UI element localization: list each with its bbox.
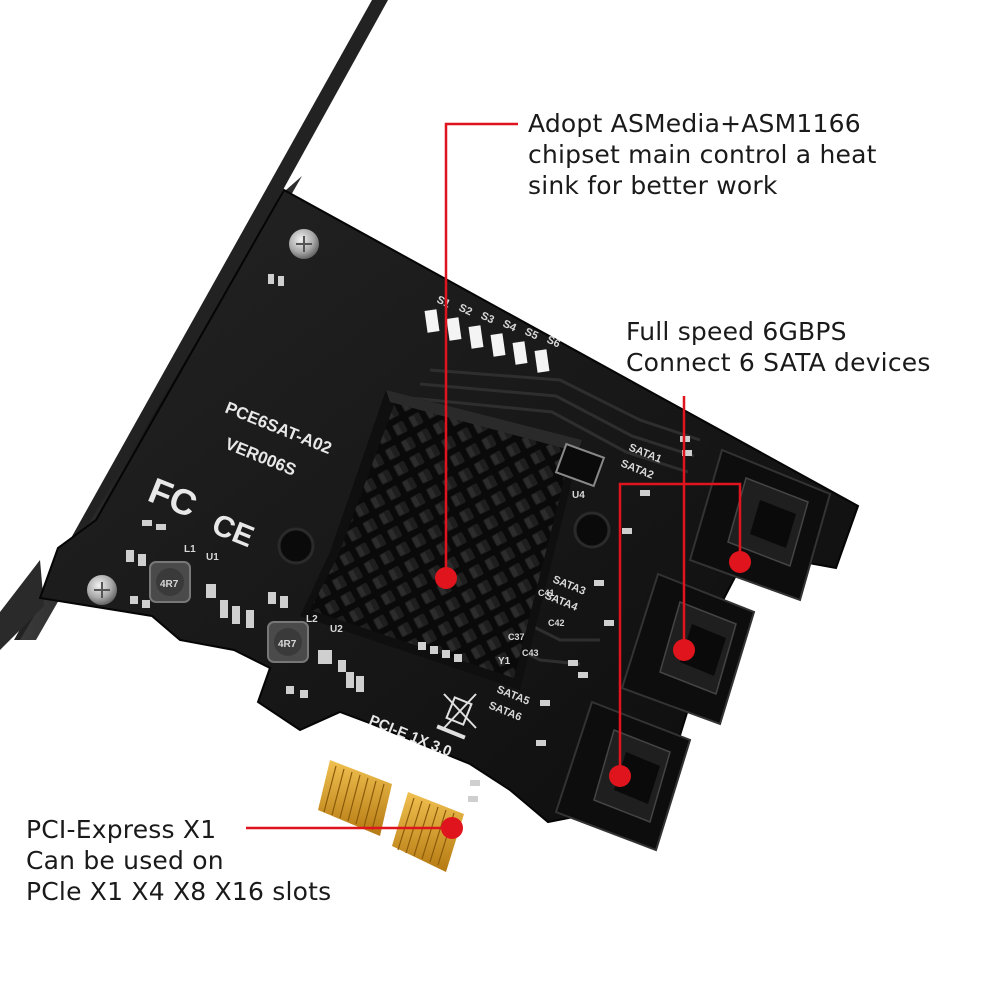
mounting-screws [87,229,319,605]
led-label-s6: S6 [545,334,562,351]
component-label-l2: L2 [306,614,318,625]
sata-marker-dot-lower [609,765,631,787]
component-label-l1: L1 [184,544,196,555]
sata-connector-upper [688,448,832,602]
chipset-callout: Adopt ASMedia+ASM1166 chipset main contr… [528,108,877,201]
sata-callout-line-1: Full speed 6GBPS [626,317,847,346]
sata-connectors [554,448,832,852]
led-label-s5: S5 [523,326,540,343]
pcie-callout-line-2: Can be used on [26,846,224,875]
component-label-y1: Y1 [498,656,511,667]
component-label-c37: C37 [508,632,525,642]
pcie-callout-line-1: PCI-Express X1 [26,815,217,844]
led-label-s3: S3 [479,310,496,327]
inductors: 4R7 4R7 [149,561,309,663]
component-label-c43: C43 [522,648,539,658]
led-labels: S1 S2 S3 S4 S5 S6 [435,294,562,351]
chipset-callout-line-3: sink for better work [528,171,778,200]
led-label-s4: S4 [501,318,519,335]
component-label-c41: C41 [538,588,555,598]
callout-pointers [246,122,742,830]
weee-bin-icon [436,693,477,740]
heat-sink [300,390,582,690]
led-label-s2: S2 [457,302,474,319]
sata-callout-line-2: Connect 6 SATA devices [626,348,931,377]
pcie-callout: PCI-Express X1 Can be used on PCle X1 X4… [26,814,331,907]
sata-marker-dot-upper [729,551,751,573]
callout-dots [435,551,751,839]
sata-callout: Full speed 6GBPS Connect 6 SATA devices [626,316,931,378]
component-label-u1: U1 [206,552,219,563]
inductor-label-l1: 4R7 [160,579,179,590]
chipset-pointer-line [444,122,518,578]
inductor-label-l2: 4R7 [278,639,297,650]
heat-sink-pins [277,511,611,565]
component-label-c42: C42 [548,618,565,628]
pcie-callout-line-3: PCle X1 X4 X8 X16 slots [26,877,332,906]
sata-pointer-line-bracket [618,482,742,776]
chipset-callout-line-1: Adopt ASMedia+ASM1166 [528,109,861,138]
component-label-u2: U2 [330,624,343,635]
chipset-marker-dot [435,567,457,589]
chip-u4 [554,442,606,488]
component-label-u4: U4 [572,490,585,501]
led-label-s1: S1 [435,294,452,311]
chipset-callout-line-2: chipset main control a heat [528,140,877,169]
sata-marker-dot-middle [673,639,695,661]
activity-leds [424,309,550,373]
pcie-gold-fingers [318,760,464,872]
pcie-marker-dot [441,817,463,839]
